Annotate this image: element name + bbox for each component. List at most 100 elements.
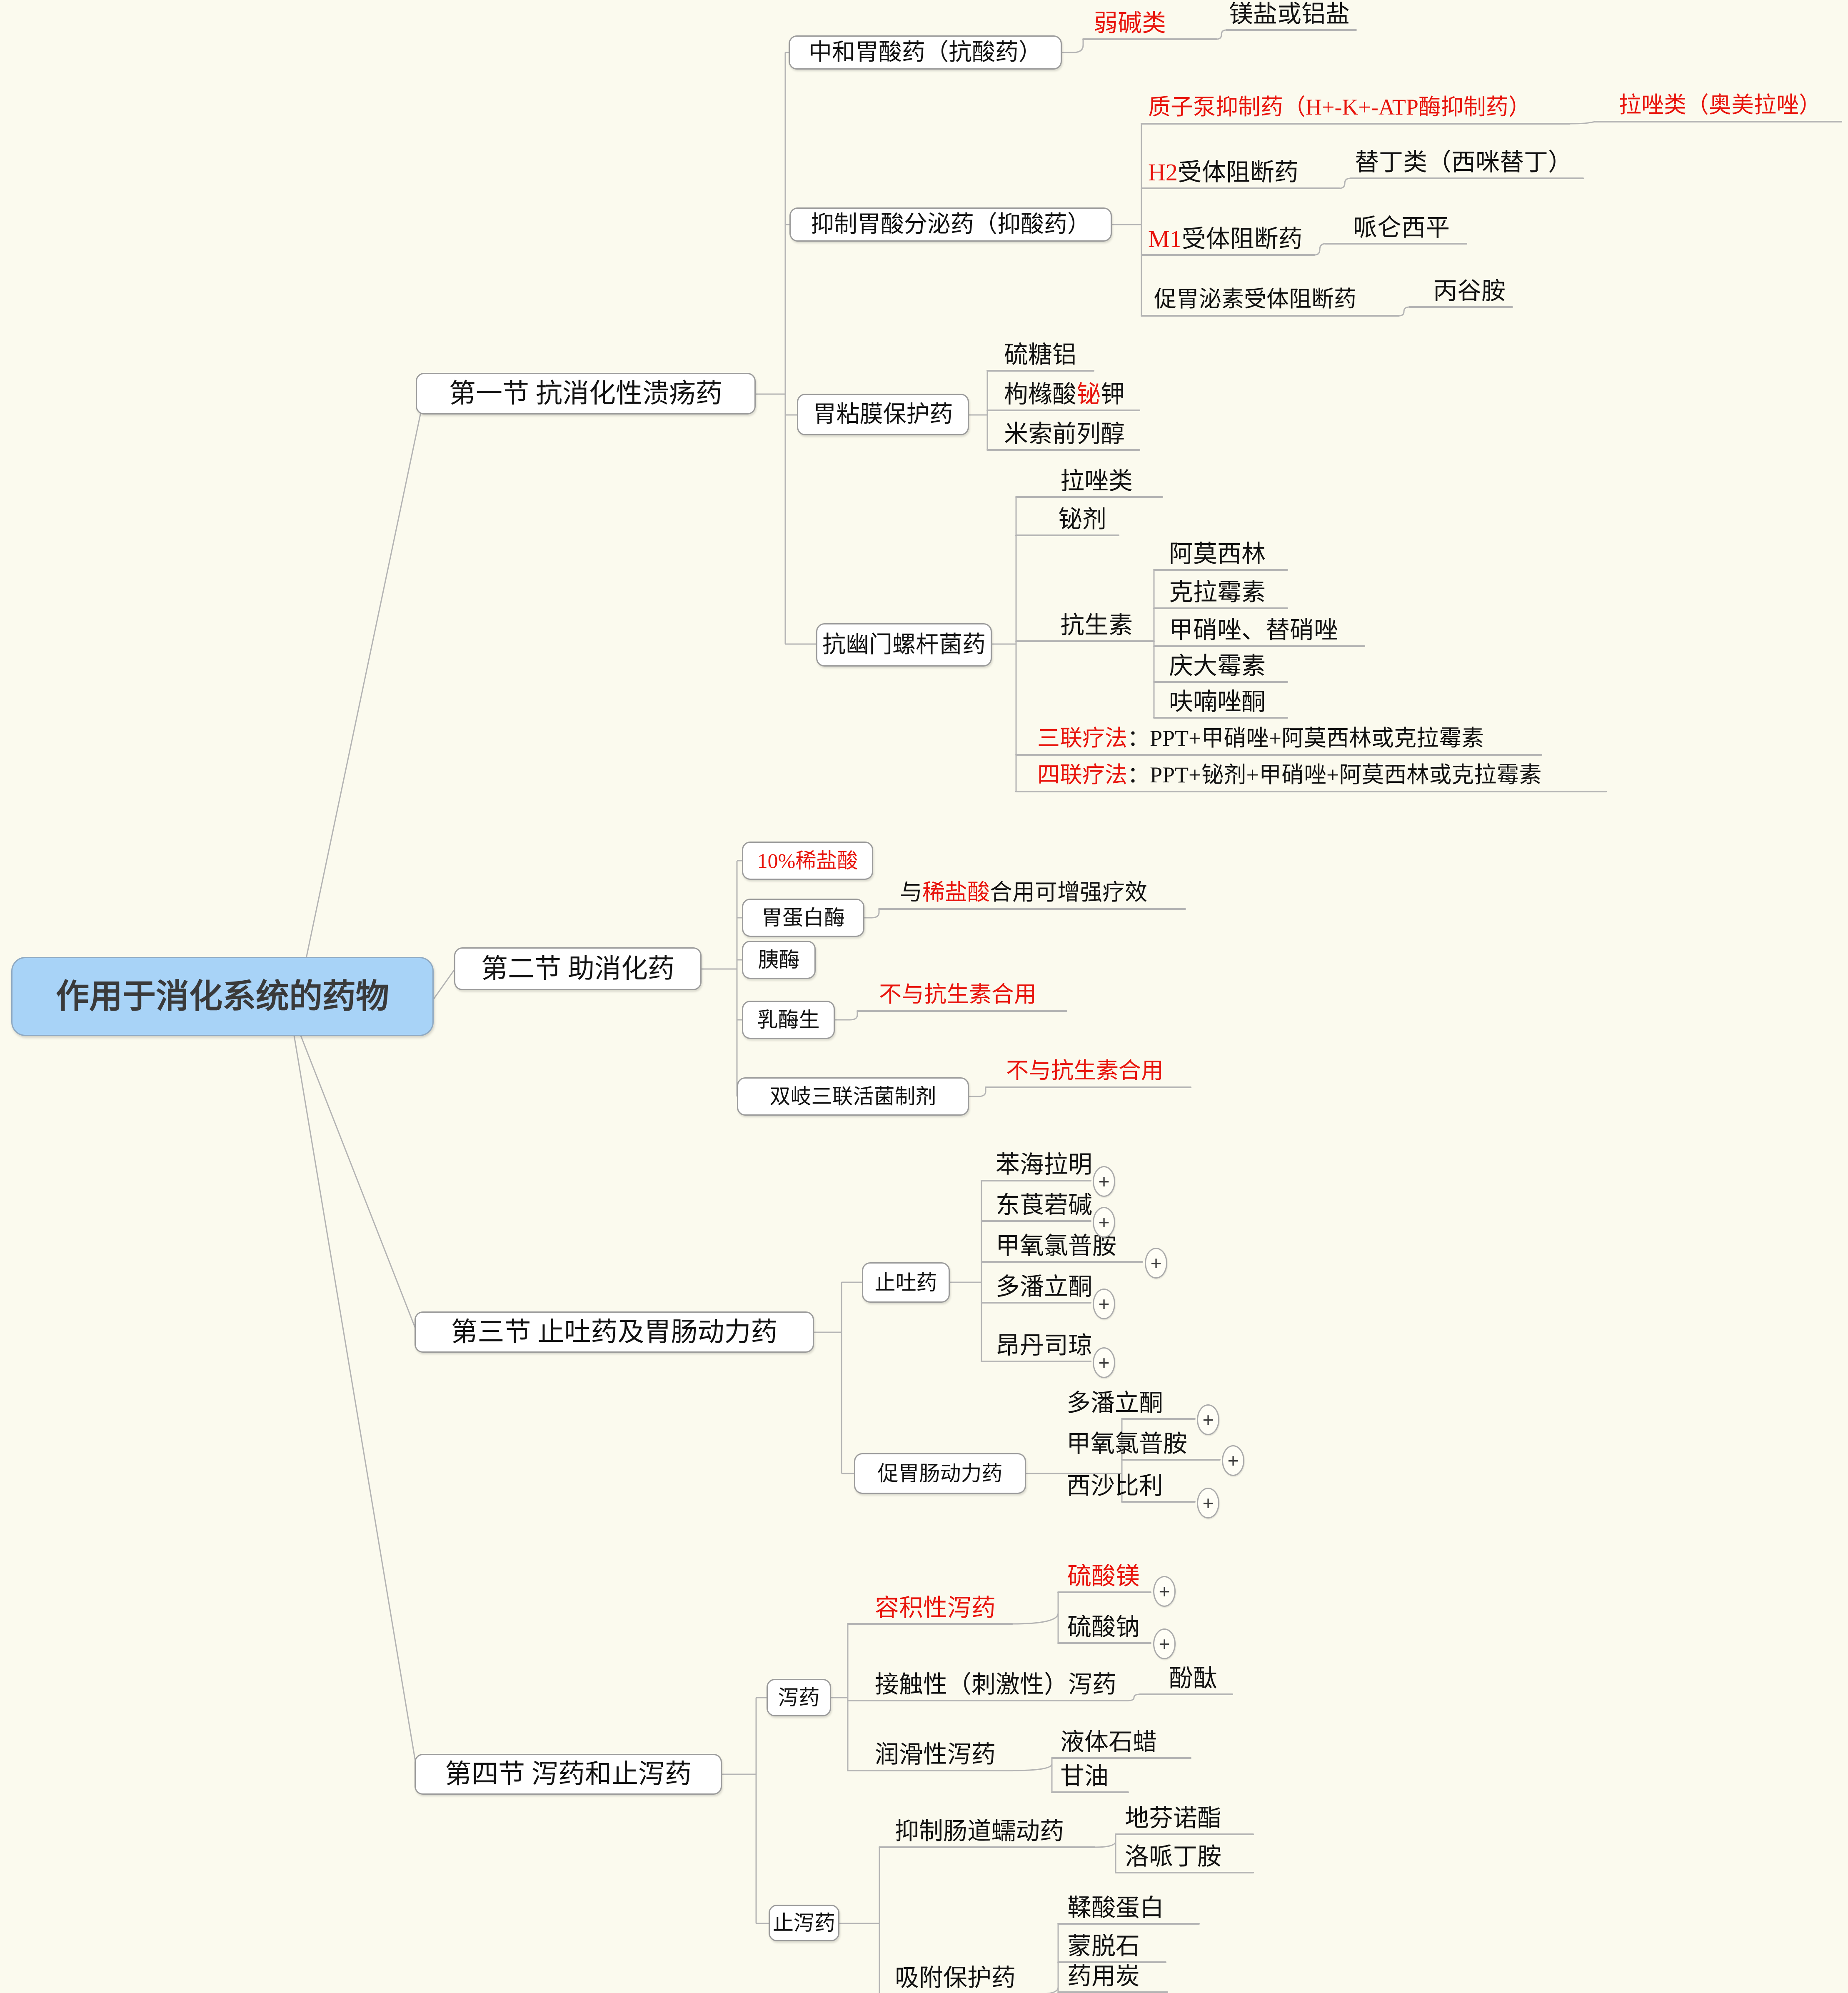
node-pirenzepine[interactable]: 哌仑西平 [1353,214,1450,242]
node-na2so4[interactable]: 硫酸钠 [1067,1613,1140,1641]
node-contact-lax[interactable]: 接触性（刺激性）泻药 [875,1671,1116,1698]
node-sec4-text-pre: 第四节 泻药和止泻药 [445,1759,692,1789]
node-adsorbent-text-pre: 吸附保护药 [895,1964,1016,1991]
node-glycerin[interactable]: 甘油 [1060,1763,1109,1790]
node-pepsin-note-text-red: 稀盐酸 [922,880,990,905]
node-misoprostol[interactable]: 米索前列醇 [1004,420,1125,448]
node-tannalbin[interactable]: 鞣酸蛋白 [1067,1894,1164,1922]
node-sec3[interactable]: 第三节 止吐药及胃肠动力药 [415,1311,814,1353]
node-sucralfate-text-pre: 硫糖铝 [1004,341,1077,368]
node-sec1[interactable]: 第一节 抗消化性溃疡药 [416,373,756,415]
node-proglumide[interactable]: 丙谷胺 [1433,277,1506,305]
node-triple[interactable]: 三联疗法：PPT+甲硝唑+阿莫西林或克拉霉素 [1037,726,1484,751]
node-sec3-text-pre: 第三节 止吐药及胃肠动力药 [451,1317,778,1347]
node-scopolamine-text-pre: 东莨菪碱 [996,1191,1093,1219]
node-weak-base[interactable]: 弱碱类 [1094,10,1166,37]
node-metoclopramide2[interactable]: 甲氧氯普胺 [1066,1430,1187,1458]
node-phenolphthalein-text-pre: 酚酞 [1169,1665,1218,1692]
node-sec2[interactable]: 第二节 助消化药 [454,947,702,990]
node-montmorillonite[interactable]: 蒙脱石 [1067,1933,1140,1960]
node-mucosa[interactable]: 胃粘膜保护药 [797,394,969,435]
node-ondansetron-text-pre: 昂丹司琼 [996,1332,1093,1359]
node-phenolphthalein[interactable]: 酚酞 [1169,1665,1217,1692]
expand-icon[interactable]: + [1093,1166,1115,1197]
node-tidine[interactable]: 替丁类（西咪替丁） [1355,149,1572,176]
node-hp-prazole[interactable]: 拉唑类 [1060,467,1133,495]
node-anti-hp[interactable]: 抗幽门螺杆菌药 [816,623,992,667]
node-pepsin[interactable]: 胃蛋白酶 [742,899,864,937]
expand-icon[interactable]: + [1093,1347,1115,1378]
node-quadruple-text-post: ：PPT+铋剂+甲硝唑+阿莫西林或克拉霉素 [1127,762,1542,787]
node-antisecretory-text-pre: 抑制胃酸分泌药（抑酸药） [811,211,1091,237]
node-mgso4[interactable]: 硫酸镁 [1067,1563,1140,1590]
node-lactasin[interactable]: 乳酶生 [742,1001,835,1039]
node-diphenoxylate[interactable]: 地芬诺酯 [1125,1805,1221,1832]
node-scopolamine[interactable]: 东莨菪碱 [996,1191,1093,1219]
node-quadruple-text-red: 四联疗法 [1037,762,1127,787]
node-cisapride[interactable]: 西沙比利 [1066,1472,1163,1500]
node-lubricant-lax[interactable]: 润滑性泻药 [875,1741,996,1768]
node-antacid[interactable]: 中和胃酸药（抗酸药） [789,35,1062,70]
node-root[interactable]: 作用于消化系统的药物 [11,957,434,1036]
expand-icon[interactable]: + [1153,1576,1176,1607]
node-antiemetic[interactable]: 止吐药 [862,1262,950,1303]
expand-icon[interactable]: + [1222,1445,1244,1476]
node-bifid[interactable]: 双岐三联活菌制剂 [737,1077,969,1116]
node-antibiotics[interactable]: 抗生素 [1060,612,1133,639]
expand-icon[interactable]: + [1093,1289,1115,1319]
node-pepsin-note[interactable]: 与稀盐酸合用可增强疗效 [900,880,1147,905]
node-ppi[interactable]: 质子泵抑制药（H+-K+-ATP酶抑制药） [1148,95,1531,120]
node-tannalbin-text-pre: 鞣酸蛋白 [1067,1894,1164,1921]
node-bismuth-citrate[interactable]: 枸橼酸铋钾 [1004,381,1125,408]
node-bifid-note[interactable]: 不与抗生素合用 [1006,1058,1164,1083]
node-bulk-lax[interactable]: 容积性泻药 [875,1594,996,1622]
node-paraffin[interactable]: 液体石蜡 [1060,1728,1157,1756]
node-domperidone1[interactable]: 多潘立酮 [996,1273,1092,1301]
node-motility-inhibitor[interactable]: 抑制肠道蠕动药 [895,1818,1064,1845]
node-gastrin-blocker[interactable]: 促胃泌素受体阻断药 [1154,287,1356,312]
node-hcl10[interactable]: 10%稀盐酸 [742,842,873,880]
node-mg-al[interactable]: 镁盐或铝盐 [1229,0,1350,28]
node-diphenhydramine[interactable]: 苯海拉明 [996,1151,1092,1179]
node-loperamide-text-pre: 洛哌丁胺 [1125,1843,1222,1870]
expand-icon[interactable]: + [1197,1404,1219,1435]
node-amoxicillin-text-pre: 阿莫西林 [1169,540,1266,567]
node-antisecretory[interactable]: 抑制胃酸分泌药（抑酸药） [789,207,1112,242]
node-mgso4-text-red: 硫酸镁 [1067,1563,1140,1590]
expand-icon[interactable]: + [1093,1207,1115,1238]
expand-icon[interactable]: + [1153,1628,1176,1659]
node-bifid-text-pre: 双岐三联活菌制剂 [769,1085,936,1108]
node-hp-bismuth[interactable]: 铋剂 [1058,506,1106,533]
node-clarithromycin[interactable]: 克拉霉素 [1169,579,1266,606]
node-h2[interactable]: H2受体阻断药 [1148,159,1299,186]
node-gentamicin[interactable]: 庆大霉素 [1169,652,1266,680]
node-ondansetron[interactable]: 昂丹司琼 [996,1332,1092,1359]
node-quadruple[interactable]: 四联疗法：PPT+铋剂+甲硝唑+阿莫西林或克拉霉素 [1037,762,1541,787]
node-lactasin-note[interactable]: 不与抗生素合用 [879,982,1036,1007]
node-domperidone2[interactable]: 多潘立酮 [1066,1389,1163,1417]
node-prazole[interactable]: 拉唑类（奥美拉唑） [1619,92,1821,117]
node-charcoal[interactable]: 药用炭 [1067,1963,1140,1990]
node-sucralfate[interactable]: 硫糖铝 [1004,341,1077,369]
node-ppi-text-red: 质子泵抑制药（H+-K+-ATP酶抑制药） [1148,95,1531,120]
plus-glyph: + [1098,1211,1110,1233]
expand-icon[interactable]: + [1145,1248,1167,1279]
node-amoxicillin[interactable]: 阿莫西林 [1169,540,1266,568]
node-root-text-pre: 作用于消化系统的药物 [56,978,389,1015]
node-sec4[interactable]: 第四节 泻药和止泻药 [415,1754,722,1795]
node-adsorbent[interactable]: 吸附保护药 [895,1964,1016,1992]
expand-icon[interactable]: + [1197,1488,1219,1518]
node-gastrin-blocker-text-pre: 促胃泌素受体阻断药 [1154,287,1356,312]
node-metronidazole[interactable]: 甲硝唑、替硝唑 [1169,617,1338,644]
node-metoclopramide1[interactable]: 甲氧氯普胺 [996,1232,1116,1260]
node-m1-text-red: M1 [1148,225,1182,252]
node-laxative[interactable]: 泻药 [767,1679,831,1716]
node-h2-text-post: 受体阻断药 [1177,159,1299,186]
node-antidiarrheal[interactable]: 止泻药 [769,1905,839,1941]
node-prokinetic[interactable]: 促胃肠动力药 [854,1453,1026,1494]
node-furazolidone[interactable]: 呋喃唑酮 [1169,688,1266,716]
node-pancreatin[interactable]: 胰酶 [742,941,816,979]
node-m1[interactable]: M1受体阻断药 [1148,225,1303,253]
node-pancreatin-text-pre: 胰酶 [758,948,800,972]
node-loperamide[interactable]: 洛哌丁胺 [1125,1843,1221,1871]
